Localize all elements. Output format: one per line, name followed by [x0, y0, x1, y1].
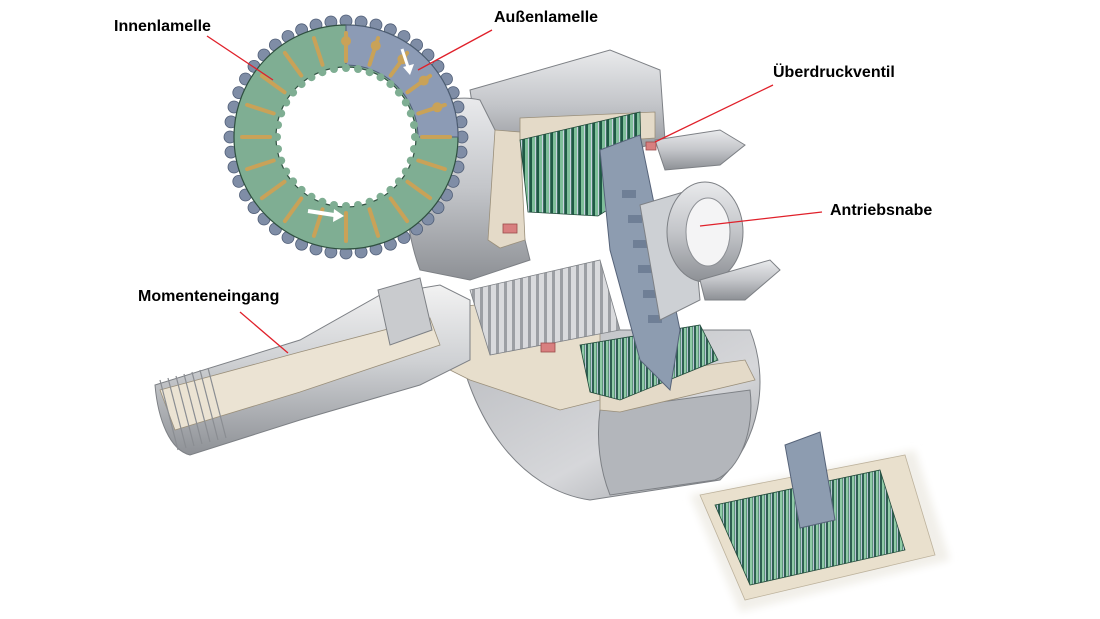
- disc-inner-tooth: [282, 167, 291, 176]
- disc-inner-tooth: [354, 201, 362, 209]
- disc-oil-groove: [388, 196, 410, 224]
- disc-inner-tooth: [318, 197, 327, 206]
- disc-inner-tooth: [394, 177, 403, 186]
- leader-lines: [206, 29, 823, 354]
- disc-inner-tooth: [297, 80, 306, 89]
- leader-line-momenteneingang: [239, 311, 289, 354]
- pressure-plate-teeth: [622, 190, 662, 323]
- leader-line-ueberdruckventil: [654, 84, 774, 143]
- disc-inner-tooth: [410, 145, 418, 153]
- pressure-plate: [599, 134, 681, 392]
- disc-inner-tooth: [410, 121, 418, 129]
- seal-upper: [502, 223, 518, 234]
- disc-oil-groove: [259, 179, 287, 201]
- disc-inner-tooth: [274, 145, 282, 153]
- disc-inner-tooth: [342, 202, 350, 210]
- disc-oil-groove: [405, 179, 433, 201]
- disc-oil-groove: [282, 196, 304, 224]
- disc-oil-groove: [282, 50, 304, 78]
- disc-inner-tooth: [330, 201, 338, 209]
- detail-inset: [690, 431, 950, 612]
- disc-inner-tooth: [365, 68, 374, 77]
- disc-inner-tooth: [401, 167, 410, 176]
- disc-oil-groove: [405, 73, 433, 95]
- disc-inner-tooth: [342, 64, 350, 72]
- section-cut-drum-rim: [599, 359, 756, 413]
- disc-inner-tooth: [411, 133, 419, 141]
- relief-valve-pipe: [654, 129, 746, 171]
- shaft-section-cut: [159, 317, 441, 431]
- shaft-collar: [377, 277, 433, 346]
- disc-inner-tooth: [289, 88, 298, 97]
- label-innenlamelle: Innenlamelle: [114, 18, 211, 35]
- clutch-assembly: [404, 49, 781, 501]
- exploded-disc: [223, 14, 469, 260]
- disc-inner-tooth: [318, 68, 327, 77]
- label-aussenlamelle: Außenlamelle: [494, 9, 599, 26]
- disc-oil-groove: [367, 207, 381, 238]
- disc-oil-groove: [311, 36, 325, 67]
- disc-inner-tooth: [307, 192, 316, 201]
- hub-bracket: [699, 259, 781, 301]
- inset-pressure-plate: [784, 431, 836, 529]
- leader-line-innenlamelle: [206, 35, 274, 81]
- disc-inner-tooth: [307, 73, 316, 82]
- label-ueberdruckventil: Überdruckventil: [773, 64, 895, 81]
- seal-lower: [540, 342, 556, 353]
- disc-inner-tooth: [376, 192, 385, 201]
- disc-inner-tooth: [282, 98, 291, 107]
- seal-valve: [645, 141, 657, 151]
- disc-inner-tooth: [289, 177, 298, 186]
- disc-oil-groove: [416, 158, 447, 172]
- label-momenteneingang: Momenteneingang: [138, 288, 280, 305]
- disc-oil-groove: [245, 102, 276, 116]
- disc-bore: [275, 66, 417, 208]
- disc-inner-tooth: [401, 98, 410, 107]
- disc-inner-tooth: [376, 73, 385, 82]
- disc-inner-tooth: [274, 121, 282, 129]
- rotation-arrowhead-top-icon: [403, 64, 414, 75]
- leader-line-aussenlamelle: [417, 29, 493, 71]
- section-cut-upper: [487, 129, 526, 249]
- disc-oil-groove: [245, 158, 276, 172]
- disc-inner-tooth: [330, 65, 338, 73]
- disc-inner-tooth: [297, 185, 306, 194]
- input-shaft: [154, 277, 471, 456]
- disc-oil-groove: [367, 36, 381, 67]
- disc-inner-tooth: [277, 109, 286, 118]
- rotation-arrow-icon: [307, 209, 335, 217]
- leader-line-antriebsnabe: [699, 211, 823, 227]
- rotation-arrowhead-icon: [333, 209, 344, 222]
- disc-inner-tooth: [386, 80, 395, 89]
- disc-inner-tooth: [406, 109, 415, 118]
- rotation-arrow-top-icon: [400, 48, 410, 68]
- disc-inner-tooth: [354, 65, 362, 73]
- disc-inner-tooth: [386, 185, 395, 194]
- disc-inner-tooth: [277, 156, 286, 165]
- disc-oil-groove: [416, 102, 447, 116]
- disc-inner-teeth: [273, 64, 419, 210]
- drum-front-ring: [598, 389, 752, 496]
- disc-inner-tooth: [365, 197, 374, 206]
- disc-inner-tooth: [273, 133, 281, 141]
- disc-inner-tooth: [406, 156, 415, 165]
- drive-hub-bore: [685, 197, 731, 267]
- inner-spline-hub: [469, 259, 621, 356]
- label-antriebsnabe: Antriebsnabe: [830, 202, 933, 219]
- disc-oil-grooves: [240, 31, 452, 243]
- disc-inner-tooth: [394, 88, 403, 97]
- disc-oil-groove: [259, 73, 287, 95]
- shaft-thread: [159, 367, 227, 451]
